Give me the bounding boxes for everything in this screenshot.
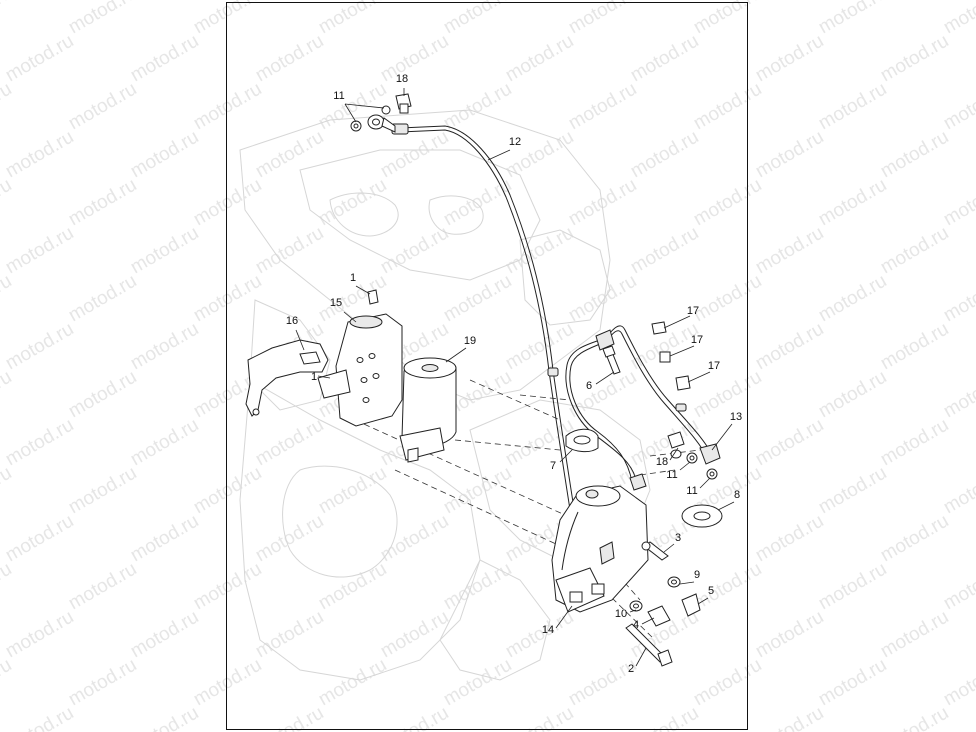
callout-c-17-b: 17	[691, 334, 703, 346]
mount-bracket-15	[317, 289, 403, 427]
bolt-2	[625, 623, 673, 667]
callout-c-18-right: 18	[656, 456, 668, 468]
callout-c-19: 19	[464, 335, 476, 347]
callout-c-5: 5	[708, 585, 714, 597]
abs-module-14	[551, 485, 649, 613]
callout-c-13: 13	[730, 411, 742, 423]
callout-c-3: 3	[675, 532, 681, 544]
callout-c-7: 7	[550, 460, 556, 472]
callout-c-11-top: 11	[333, 90, 344, 102]
callout-c-18-top: 18	[396, 73, 408, 85]
callout-c-11-mid: 11	[666, 469, 677, 481]
callout-c-1-left: 1	[311, 371, 317, 383]
callout-c-16: 16	[286, 315, 298, 327]
screw-3	[641, 541, 669, 561]
leader-lines	[295, 88, 735, 667]
callout-c-6: 6	[586, 380, 592, 392]
hose-clamp-7	[565, 428, 599, 453]
callout-c-11-low: 11	[686, 485, 697, 497]
callout-c-9: 9	[694, 569, 700, 581]
callout-c-2: 2	[628, 663, 634, 675]
callout-c-12: 12	[509, 136, 521, 148]
callout-c-8: 8	[734, 489, 740, 501]
brake-hose-12	[391, 123, 576, 517]
component-19	[399, 357, 457, 463]
mount-hardware-4-5-9-10	[629, 576, 701, 627]
callout-c-15: 15	[330, 297, 342, 309]
brake-line-13	[565, 325, 721, 491]
callout-c-10: 10	[615, 608, 627, 620]
banjo-fitting-right	[667, 431, 718, 480]
callout-c-1-top: 1	[350, 272, 356, 284]
bracket-16	[245, 339, 329, 417]
callout-c-4: 4	[633, 619, 639, 631]
bolt-6	[602, 345, 621, 375]
callout-c-17-c: 17	[708, 360, 720, 372]
callout-c-14: 14	[542, 624, 554, 636]
washer-8	[681, 504, 723, 528]
callout-c-17-a: 17	[687, 305, 699, 317]
clips-17	[651, 321, 691, 391]
diagram-frame	[226, 2, 748, 730]
